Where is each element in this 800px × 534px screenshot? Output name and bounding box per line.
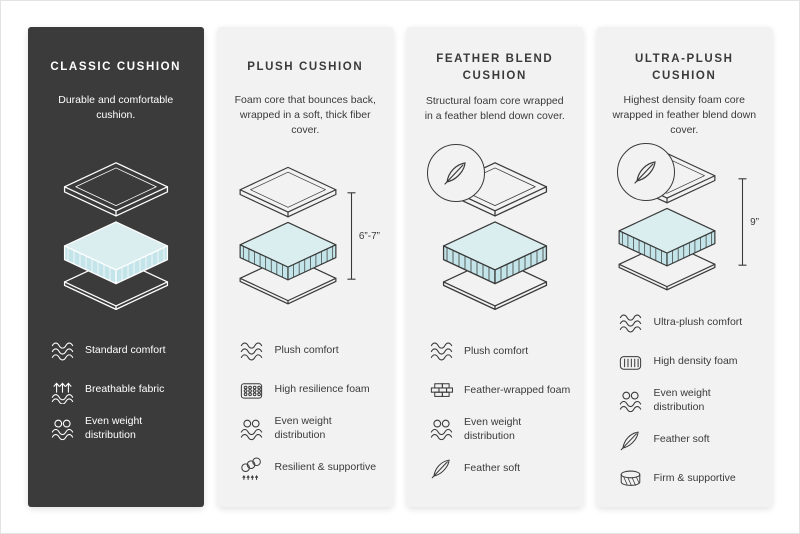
measurement-bracket-icon: [347, 186, 356, 286]
card-description: Durable and comfortable cushion.: [58, 94, 174, 122]
feature-row: Plush comfort: [238, 337, 382, 365]
high-density-foam-icon: [617, 348, 645, 376]
firm-supportive-icon: [617, 465, 645, 493]
card-title: CLASSIC CUSHION: [50, 61, 182, 74]
feature-label: Even weight distribution: [85, 415, 143, 441]
feature-row: Even weight distribution: [617, 387, 761, 415]
wave-icon: [617, 309, 645, 337]
measurement-label: 6”-7”: [358, 230, 380, 242]
feature-label: Plush comfort: [274, 344, 339, 357]
feature-label: Feather-wrapped foam: [464, 383, 571, 396]
feature-row: Feather soft: [427, 455, 571, 483]
feature-row: Plush comfort: [427, 338, 571, 366]
feather-icon: [440, 157, 472, 189]
feather-detail-badge: [427, 143, 485, 202]
measurement-label: 9”: [750, 216, 759, 228]
feature-row: Even weight distribution: [48, 415, 192, 443]
feature-label: Even weight distribution: [653, 387, 711, 413]
card-title: ULTRA-PLUSH CUSHION: [634, 52, 734, 82]
card-title: FEATHER BLEND CUSHION: [436, 53, 554, 83]
card-description: Highest density foam core wrapped in fea…: [612, 94, 757, 137]
feature-row: High density foam: [617, 348, 761, 376]
feature-row: Standard comfort: [48, 337, 192, 365]
feature-row: Even weight distribution: [427, 416, 571, 444]
feature-row: High resilience foam: [238, 376, 382, 404]
cushion-diagram: [40, 141, 192, 331]
cushion-diagram: 6”-7”: [230, 141, 382, 331]
height-measurement: 9”: [738, 172, 759, 272]
feature-label: Resilient & supportive: [274, 461, 377, 474]
feature-label: Standard comfort: [85, 344, 166, 357]
feature-row: Firm & supportive: [617, 465, 761, 493]
cushion-diagram: [419, 142, 571, 332]
card-description: Foam core that bounces back, wrapped in …: [234, 94, 376, 137]
feature-row: Feather soft: [617, 426, 761, 454]
height-measurement: 6”-7”: [347, 186, 380, 286]
feature-list: Standard comfort Breathable fabric Even …: [40, 337, 192, 443]
feature-label: Plush comfort: [464, 344, 529, 357]
feature-list: Plush comfort Feather-wrapped foam Even …: [419, 338, 571, 483]
feather-detail-badge: [616, 143, 675, 201]
card-ultra-plush-cushion: ULTRA-PLUSH CUSHION Highest density foam…: [596, 27, 772, 507]
feature-label: Even weight distribution: [274, 415, 332, 441]
feature-list: Ultra-plush comfort High density foam Ev…: [609, 309, 761, 493]
high-resilience-foam-icon: [238, 376, 266, 404]
even-weight-icon: [238, 415, 266, 443]
feature-list: Plush comfort High resilience foam Even …: [230, 337, 382, 482]
measurement-bracket-icon: [738, 172, 747, 272]
card-feather-blend-cushion: FEATHER BLEND CUSHION Structural foam co…: [407, 27, 583, 507]
feature-row: Even weight distribution: [238, 415, 382, 443]
wave-icon: [238, 337, 266, 365]
cushion-diagram: 9”: [609, 141, 761, 303]
even-weight-icon: [48, 415, 76, 443]
feature-label: High density foam: [653, 355, 738, 368]
cushion-illustration: [232, 165, 344, 307]
card-description: Structural foam core wrapped in a feathe…: [424, 94, 565, 122]
feature-label: Feather soft: [464, 461, 521, 474]
even-weight-icon: [617, 387, 645, 415]
feature-row: Feather-wrapped foam: [427, 377, 571, 405]
feature-label: Breathable fabric: [85, 383, 165, 396]
card-plush-cushion: PLUSH CUSHION Foam core that bounces bac…: [217, 27, 393, 507]
breathable-fabric-icon: [48, 376, 76, 404]
feather-wrapped-foam-icon: [427, 377, 455, 405]
card-classic-cushion: CLASSIC CUSHION Durable and comfortable …: [28, 27, 204, 507]
feature-label: High resilience foam: [274, 383, 370, 396]
feature-label: Firm & supportive: [653, 472, 736, 485]
even-weight-icon: [427, 416, 455, 444]
card-title: PLUSH CUSHION: [247, 61, 364, 74]
feature-label: Ultra-plush comfort: [653, 316, 743, 329]
spring-icon: [238, 454, 266, 482]
feature-row: Breathable fabric: [48, 376, 192, 404]
wave-icon: [427, 338, 455, 366]
feather-icon: [630, 156, 662, 188]
feature-label: Even weight distribution: [464, 415, 522, 442]
feature-row: Resilient & supportive: [238, 454, 382, 482]
feather-icon: [617, 426, 645, 454]
feather-icon: [427, 455, 455, 483]
feature-row: Ultra-plush comfort: [617, 309, 761, 337]
wave-icon: [48, 337, 76, 365]
cushion-illustration: [56, 160, 176, 313]
feature-label: Feather soft: [653, 433, 710, 446]
